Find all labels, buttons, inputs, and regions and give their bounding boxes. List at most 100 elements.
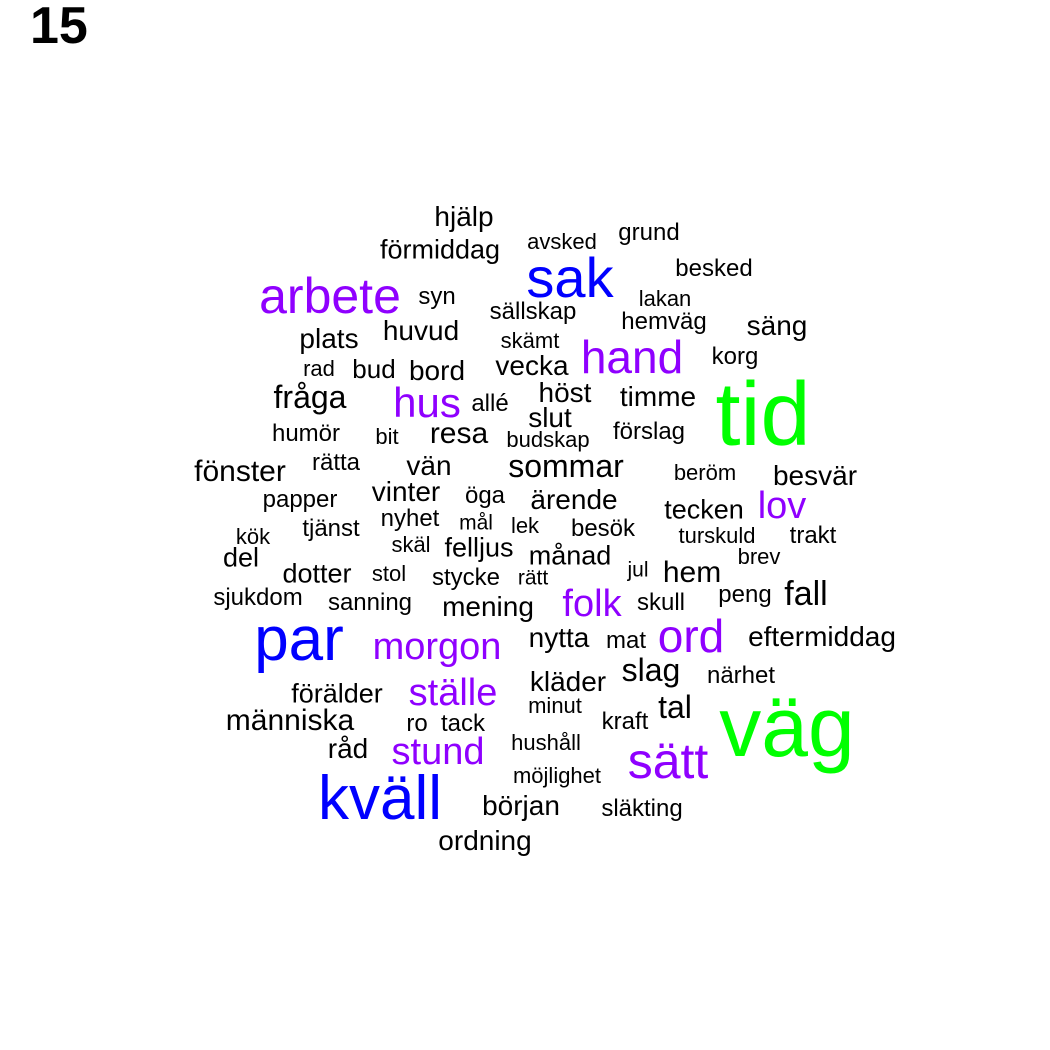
cloud-word: tack [440, 710, 486, 737]
cloud-word: närhet [706, 662, 776, 689]
cloud-word: slut [528, 402, 572, 433]
cloud-word: höst [538, 377, 592, 408]
cloud-word: budskap [506, 427, 590, 452]
cloud-word: timme [619, 381, 697, 412]
cloud-word: beröm [673, 460, 737, 485]
cloud-word: slag [621, 652, 681, 688]
cloud-word: stund [391, 731, 485, 773]
cloud-word: felljus [444, 532, 514, 563]
cloud-word: arbete [259, 268, 401, 324]
cloud-word: skämt [500, 328, 560, 353]
cloud-word: bord [408, 355, 466, 386]
cloud-word: väg [719, 680, 855, 774]
cloud-word: sätt [627, 733, 709, 789]
cloud-word: fall [784, 575, 828, 613]
cloud-word: sjukdom [213, 584, 303, 611]
cloud-word: kök [235, 524, 271, 549]
cloud-word: tal [658, 689, 692, 725]
cloud-word: vecka [495, 350, 569, 381]
cloud-word: avsked [527, 229, 597, 254]
cloud-word: mat [605, 627, 647, 654]
panel-number: 15 [30, 0, 88, 55]
cloud-word: vän [406, 450, 452, 481]
cloud-word: kraft [601, 708, 649, 735]
cloud-word: sällskap [489, 298, 577, 325]
cloud-word: rätt [517, 566, 549, 590]
cloud-word: möjlighet [512, 763, 602, 788]
cloud-word: ro [406, 710, 428, 737]
cloud-word: rätta [311, 449, 361, 476]
cloud-word: nyhet [380, 505, 440, 532]
cloud-word: hemväg [621, 308, 707, 335]
cloud-word: säng [746, 310, 808, 341]
cloud-word: eftermiddag [748, 621, 896, 652]
cloud-word: peng [718, 581, 772, 608]
cloud-word: kläder [529, 666, 607, 697]
cloud-word: papper [262, 486, 338, 513]
cloud-word: fråga [273, 379, 347, 415]
cloud-word: jul [627, 558, 649, 582]
cloud-word: brev [737, 544, 781, 569]
cloud-word: nytta [528, 622, 590, 653]
cloud-word: bud [352, 354, 396, 384]
cloud-word: förmiddag [379, 234, 501, 265]
cloud-word: folk [562, 583, 622, 625]
cloud-word: förslag [612, 418, 686, 445]
cloud-word: besked [675, 255, 753, 282]
cloud-word: hus [393, 379, 461, 426]
cloud-word: dotter [282, 558, 352, 589]
cloud-word: minut [528, 693, 582, 718]
cloud-word: tecken [664, 494, 744, 525]
cloud-word: hem [662, 556, 722, 589]
cloud-word: skäl [391, 532, 431, 557]
cloud-word: humör [271, 420, 341, 447]
cloud-word: syn [418, 283, 456, 310]
cloud-word: del [222, 542, 260, 573]
cloud-word: besvär [772, 460, 858, 491]
cloud-word: morgon [372, 626, 502, 668]
cloud-word: resa [429, 417, 489, 450]
cloud-word: vinter [371, 476, 441, 507]
cloud-word: lov [757, 485, 807, 527]
cloud-word: förälder [291, 678, 383, 709]
cloud-word: allé [471, 390, 509, 417]
cloud-word: öga [464, 482, 506, 509]
cloud-word: turskuld [678, 523, 756, 548]
cloud-word: tid [715, 365, 811, 465]
cloud-word: människa [225, 704, 355, 737]
cloud-word: kväll [317, 764, 443, 833]
cloud-word: par [254, 605, 344, 674]
cloud-word: lek [510, 513, 540, 538]
cloud-word: råd [327, 733, 369, 764]
cloud-word: släkting [601, 795, 683, 822]
cloud-word: besök [570, 515, 636, 542]
cloud-word: skull [636, 589, 686, 616]
cloud-word: ärende [530, 484, 618, 515]
cloud-word: korg [711, 343, 759, 370]
cloud-word: stycke [431, 564, 501, 591]
cloud-word: sak [526, 246, 614, 309]
cloud-word: sommar [508, 448, 624, 484]
cloud-word: stol [371, 561, 407, 586]
cloud-word: rad [303, 356, 335, 381]
cloud-word: hushåll [511, 730, 581, 755]
cloud-word: fönster [194, 455, 286, 488]
cloud-word: sanning [327, 589, 413, 616]
cloud-word: grund [618, 219, 680, 246]
cloud-word: början [482, 790, 560, 821]
cloud-word: bit [375, 424, 399, 449]
cloud-word: ord [657, 610, 725, 662]
cloud-word: tjänst [302, 515, 360, 542]
cloud-word: mening [442, 591, 534, 622]
cloud-word: ställe [408, 672, 498, 714]
cloud-word: månad [528, 540, 612, 571]
cloud-word: huvud [382, 315, 460, 346]
cloud-word: lakan [638, 286, 692, 311]
cloud-word: mål [459, 511, 493, 535]
cloud-word: hand [580, 331, 684, 383]
cloud-word: trakt [789, 522, 837, 549]
cloud-word: ordning [438, 825, 532, 856]
cloud-word: hjälp [434, 201, 494, 232]
cloud-word: plats [299, 323, 359, 354]
